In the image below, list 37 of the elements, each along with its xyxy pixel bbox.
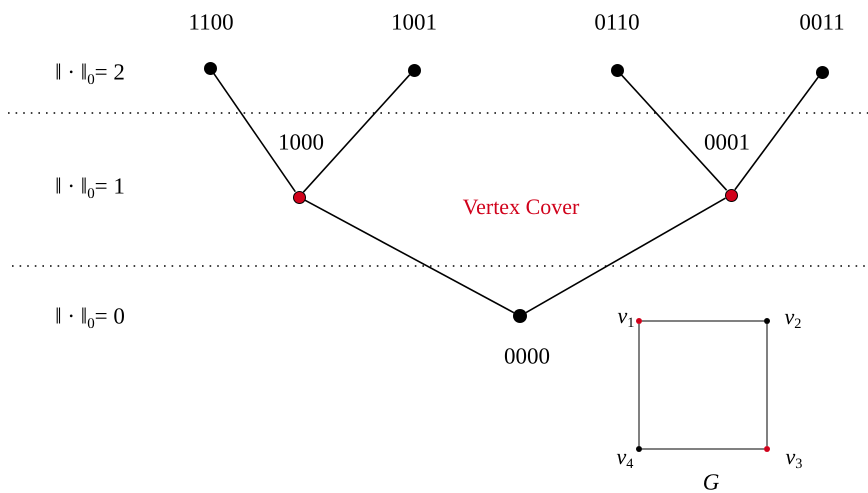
vertex-dot	[610, 64, 624, 76]
vertex-dot	[513, 309, 527, 323]
vertex-label: v$_{3}$	[786, 444, 802, 470]
edge-line	[638, 324, 640, 446]
vertex-dot	[204, 62, 216, 74]
edge-line	[526, 198, 726, 314]
vertex-dot	[636, 446, 642, 452]
vertex-label: 0000	[504, 343, 550, 369]
vertex-dot	[764, 318, 770, 324]
vertex-label: 0011	[799, 9, 845, 35]
vertex-dot	[816, 66, 828, 78]
edge-line	[766, 324, 768, 446]
vertex-label: v$_{1}$	[618, 304, 634, 328]
vertex-label: 1100	[188, 9, 234, 35]
edge-line	[302, 74, 410, 193]
vertex-label: 1001	[391, 9, 437, 35]
vertex-dot	[292, 190, 306, 204]
level-label: ‖ · ‖$_{0}$= 1	[55, 173, 125, 199]
vertex-label: 1000	[278, 129, 324, 155]
edge-line	[642, 320, 764, 322]
vertex-dot	[636, 318, 642, 324]
edge-line	[734, 76, 819, 190]
vertex-dot	[724, 188, 738, 202]
vertex-dot	[408, 64, 420, 76]
graph-label: G	[702, 469, 720, 493]
level-label: ‖ · ‖$_{0}$= 2	[55, 59, 125, 85]
vertex-label: 0001	[704, 129, 750, 155]
level-label: ‖ · ‖$_{0}$= 0	[55, 303, 125, 329]
vertex-label: 0110	[594, 9, 640, 35]
edge-line	[304, 199, 514, 314]
edge-line	[213, 72, 296, 192]
annotation-label: Vertex Cover	[462, 194, 580, 220]
vertex-label: v$_{2}$	[784, 304, 802, 330]
vertex-label: v$_{4}$	[616, 444, 634, 470]
vertex-dot	[764, 446, 770, 452]
edge-line	[642, 448, 764, 450]
edge-line	[620, 74, 728, 191]
